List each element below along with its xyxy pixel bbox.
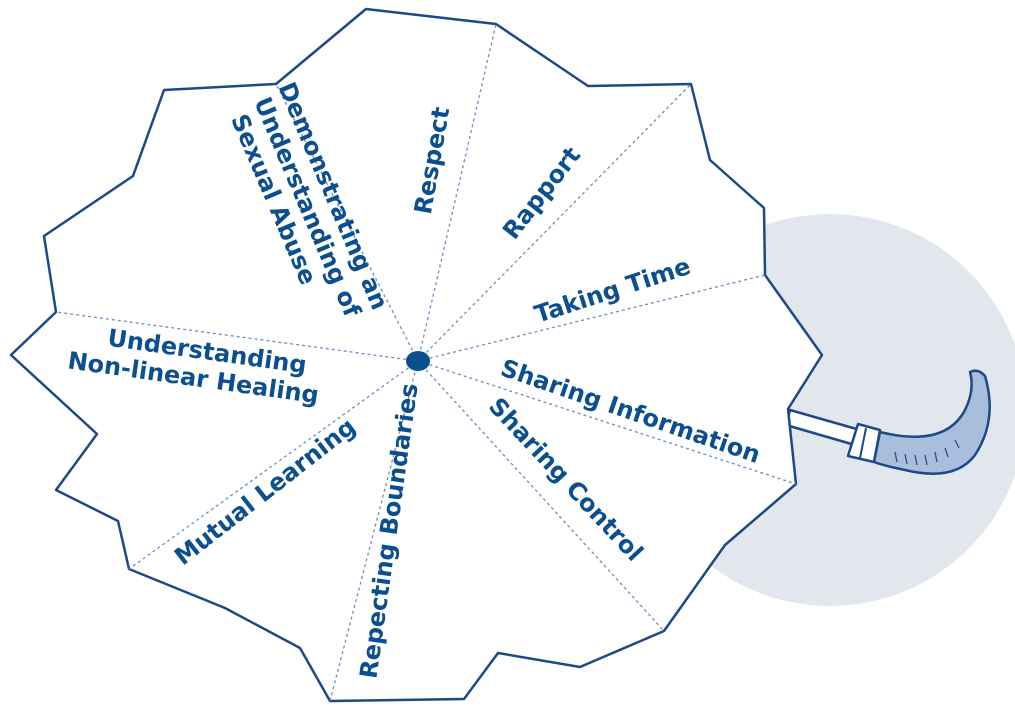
- divider-line: [275, 83, 419, 362]
- umbrella-handle-icon: [784, 369, 991, 475]
- divider-line: [417, 360, 797, 485]
- divider-line: [417, 360, 665, 632]
- divider-line: [128, 360, 419, 570]
- divider-line: [329, 360, 419, 702]
- divider-line: [417, 23, 497, 362]
- divider-line: [55, 311, 419, 362]
- panel-dividers: [55, 23, 797, 702]
- divider-line: [417, 83, 692, 362]
- center-dot-icon: [406, 351, 430, 371]
